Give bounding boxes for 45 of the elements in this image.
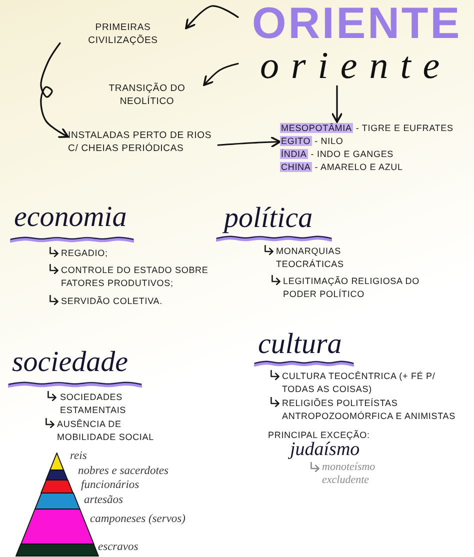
block-lettering: ORIENTE xyxy=(252,2,462,46)
note-text: REGADIO; xyxy=(61,247,109,260)
layer-label: artesãos xyxy=(84,494,123,507)
pyramid-layer xyxy=(46,470,68,480)
highlighted-term: EGITO xyxy=(280,136,312,146)
section-heading: política xyxy=(224,203,313,233)
curved-arrow xyxy=(217,136,281,148)
note-text: SOCIEDADES ESTAMENTAIS xyxy=(60,391,128,416)
note-text: LEGITIMAÇÃO RELIGIOSA DO PODER POLÍTICO xyxy=(283,275,420,300)
note-text: SERVIDÃO COLETIVA. xyxy=(61,295,164,308)
highlighted-term: CHINA xyxy=(280,162,312,172)
note-text: - NILO xyxy=(314,136,344,146)
handwritten-word: judaísmo xyxy=(290,440,360,460)
note-text: RELIGIÕES POLITEÍSTAS ANTROPOZOOMÓRFICA E ANIMISTAS xyxy=(282,397,456,422)
note-text: INSTALADAS PERTO DE RIOS C/ CHEIAS PERIÓDICAS xyxy=(68,129,218,155)
layer-label: escravos xyxy=(98,541,138,554)
curved-arrow xyxy=(185,5,239,30)
layer-label: camponeses (servos) xyxy=(90,513,186,526)
layer-label: reis xyxy=(70,450,87,463)
layer-label: funcionários xyxy=(81,479,140,492)
script-lettering: oriente xyxy=(260,46,452,86)
pyramid-layer xyxy=(34,493,80,509)
curved-arrow xyxy=(40,42,69,138)
note-text: - TIGRE E EUFRATES xyxy=(356,123,454,133)
pencil-note: monoteísmo excludente xyxy=(322,461,376,486)
highlighted-term: ÍNDIA xyxy=(280,149,308,159)
section-heading: economia xyxy=(14,202,127,232)
section-heading: cultura xyxy=(258,329,342,359)
note-text: - AMARELO E AZUL xyxy=(314,162,403,172)
note-text: TRANSIÇÃO DO NEOLÍTICO xyxy=(90,82,204,108)
pyramid-layer xyxy=(41,480,73,493)
note-text: CULTURA TEOCÊNTRICA (+ FÉ P/ TODAS AS COISAS) xyxy=(282,370,436,395)
note-text: MONARQUIAS TEOCRÁTICAS xyxy=(276,245,345,270)
curved-arrow xyxy=(203,62,239,86)
pyramid-apex xyxy=(50,453,64,470)
note-text: PRIMEIRAS CIVILIZAÇÕES xyxy=(60,21,186,47)
pyramid-layer xyxy=(16,544,98,556)
section-heading: sociedade xyxy=(12,347,128,377)
note-text: AUSÊNCIA DE MOBILIDADE SOCIAL xyxy=(57,418,155,443)
note-text: CONTROLE DO ESTADO SOBRE FATORES PRODUTIVOS; xyxy=(61,264,210,289)
highlighted-term: MESOPOTÂMIA xyxy=(280,123,353,133)
layer-label: nobres e sacerdotes xyxy=(78,465,168,478)
note-text: - INDO E GANGES xyxy=(310,149,394,159)
arrow xyxy=(332,85,342,123)
note-text: PRINCIPAL EXCEÇÃO: xyxy=(268,429,371,442)
